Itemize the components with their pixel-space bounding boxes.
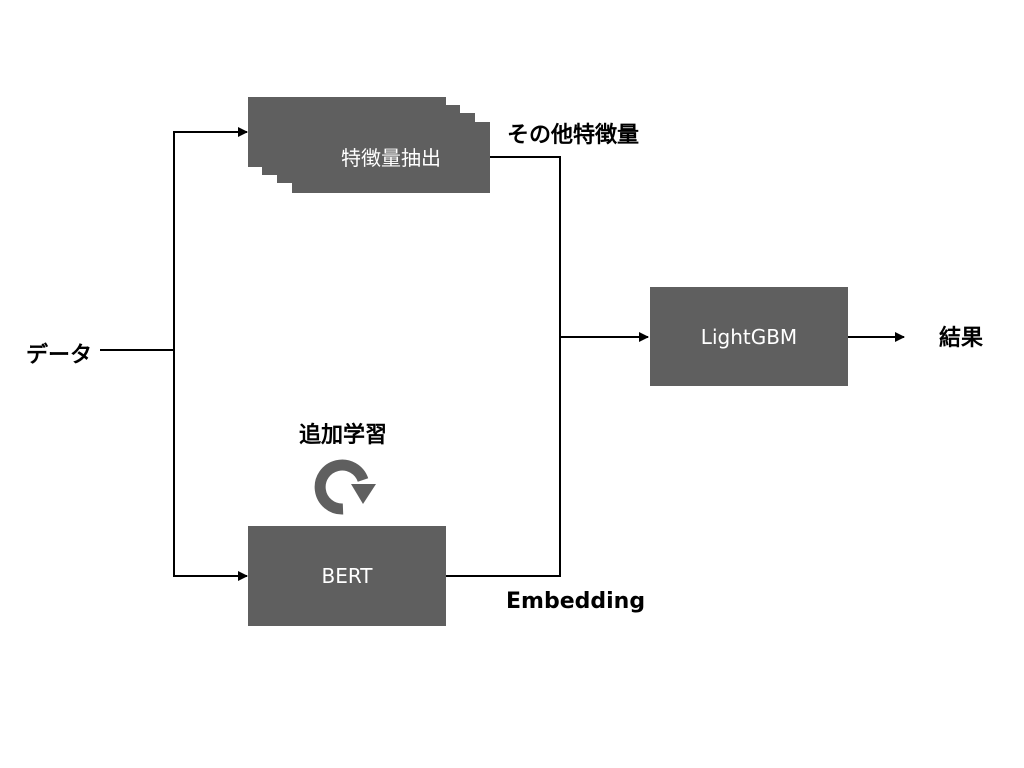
feature-extraction-label: 特徴量抽出 xyxy=(341,146,441,170)
finetune-label: 追加学習 xyxy=(299,422,387,448)
bert-node: BERT xyxy=(248,526,446,626)
lightgbm-label: LightGBM xyxy=(701,325,797,349)
bert-label: BERT xyxy=(321,564,373,588)
bert-box xyxy=(248,526,446,626)
feature-extraction-box xyxy=(292,122,490,193)
lightgbm-node: LightGBM xyxy=(650,287,848,386)
result-label: 結果 xyxy=(939,325,983,351)
lightgbm-box xyxy=(650,287,848,386)
other-features-label: その他特徴量 xyxy=(507,122,639,148)
embedding-label: Embedding xyxy=(506,589,645,614)
input-label: データ xyxy=(26,342,92,368)
refresh-icon xyxy=(314,459,376,515)
merge-line xyxy=(446,156,561,577)
feature-extraction-stack: 特徴量抽出 xyxy=(248,97,490,193)
